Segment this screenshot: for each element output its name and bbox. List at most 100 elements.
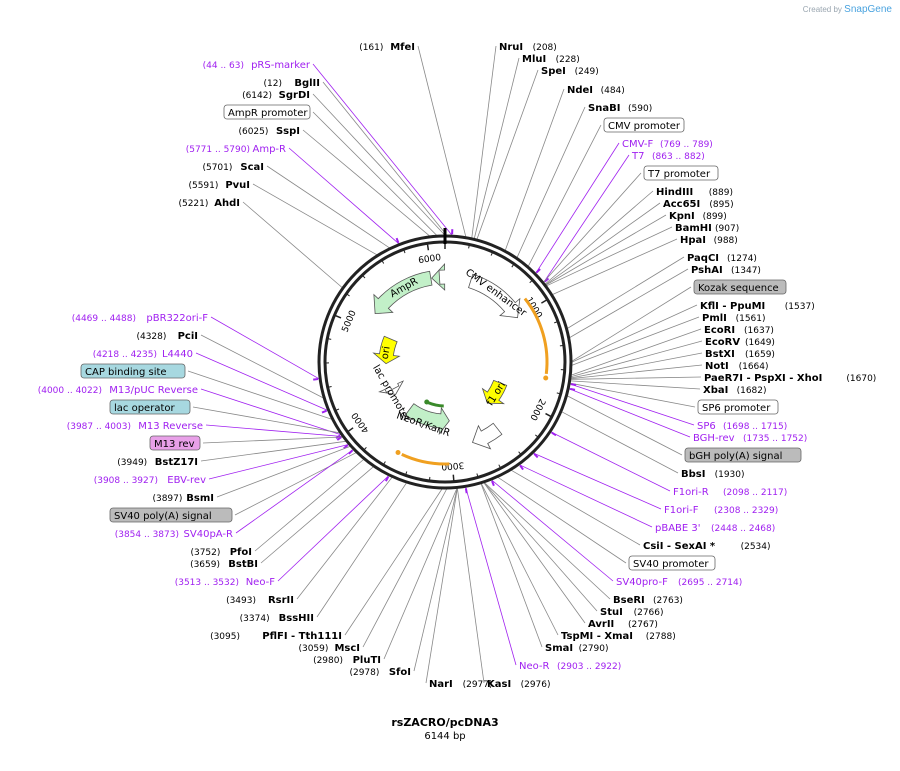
annotation-site[interactable]: BstZ17I(3949) xyxy=(117,457,198,468)
annotation-box[interactable]: AmpR promoter xyxy=(223,104,311,120)
annotation-site[interactable]: NotI(1664) xyxy=(705,361,769,372)
annotation-primer[interactable]: F1ori-F(2308 .. 2329) xyxy=(664,505,778,516)
annotation-site[interactable]: PshAI(1347) xyxy=(691,265,761,276)
annotation-primer[interactable]: pRS-marker(44 .. 63) xyxy=(203,60,311,71)
annotation-site[interactable]: MscI(3059) xyxy=(298,643,360,654)
annotation-site[interactable]: AhdI(5221) xyxy=(178,198,240,209)
site-position: (1637) xyxy=(744,326,774,336)
annotation-site[interactable]: BamHI(907) xyxy=(675,223,739,234)
feature-arrow[interactable] xyxy=(431,262,446,291)
annotation-site[interactable]: PflFI - Tth111I(3095) xyxy=(210,631,342,642)
annotation-site[interactable]: Acc65I(895) xyxy=(663,199,734,210)
annotation-site[interactable]: PfoI(3752) xyxy=(190,547,252,558)
annotation-line xyxy=(344,488,443,636)
annotation-box[interactable]: SV40 poly(A) signal xyxy=(109,507,233,523)
feature-arrow[interactable] xyxy=(372,335,401,365)
annotation-site[interactable]: SfoI(2978) xyxy=(349,667,411,678)
plasmid-name: rsZACRO/pcDNA3 xyxy=(391,716,498,729)
annotation-primer[interactable]: F1ori-R(2098 .. 2117) xyxy=(673,487,787,498)
annotation-site[interactable]: BglII(12) xyxy=(264,78,320,89)
annotation-site[interactable]: RsrII(3493) xyxy=(226,595,294,606)
annotation-line xyxy=(516,106,586,258)
annotation-primer[interactable]: pBR322ori-F(4469 .. 4488) xyxy=(72,313,209,324)
annotation-box[interactable]: SP6 promoter xyxy=(697,399,779,415)
annotation-site[interactable]: PluTI(2980) xyxy=(313,655,381,666)
annotation-site[interactable]: EcoRV(1649) xyxy=(705,337,775,348)
annotation-site[interactable]: EcoRI(1637) xyxy=(704,325,774,336)
annotation-site[interactable]: SmaI(2790) xyxy=(545,643,609,654)
feature-arrow[interactable] xyxy=(404,403,450,436)
annotation-site[interactable]: BstBI(3659) xyxy=(190,559,258,570)
annotation-primer[interactable]: EBV-rev(3908 .. 3927) xyxy=(94,475,206,486)
annotation-site[interactable]: HindIII(889) xyxy=(656,187,733,198)
feature-arrow[interactable] xyxy=(378,380,405,395)
annotation-site[interactable]: PvuI(5591) xyxy=(188,180,250,191)
annotation-box[interactable]: CAP binding site xyxy=(80,363,186,379)
annotation-box[interactable]: M13 rev xyxy=(149,435,201,451)
annotation-line xyxy=(570,364,703,379)
annotation-site[interactable]: HpaI(988) xyxy=(680,235,738,246)
primer-range: (2903 .. 2922) xyxy=(557,662,621,672)
annotation-site[interactable]: PaeR7I - PspXI - XhoI(1670) xyxy=(704,373,876,384)
site-position: (1537) xyxy=(785,302,815,312)
feature-arrow[interactable] xyxy=(481,379,508,405)
annotation-site[interactable]: NdeI(484) xyxy=(567,85,625,96)
annotation-box[interactable]: CMV promoter xyxy=(603,117,685,133)
site-position: (4328) xyxy=(136,332,166,342)
annotation-site[interactable]: SpeI(249) xyxy=(541,66,599,77)
annotation-site[interactable]: SspI(6025) xyxy=(238,126,300,137)
feature-arrow[interactable] xyxy=(468,273,521,319)
annotation-site[interactable]: SgrDI(6142) xyxy=(242,90,310,101)
annotation-box[interactable]: T7 promoter xyxy=(643,165,719,181)
annotation-site[interactable]: BsmI(3897) xyxy=(152,493,214,504)
annotation-primer[interactable]: SV40pro-F(2695 .. 2714) xyxy=(616,577,742,588)
annotation-primer[interactable]: SP6(1698 .. 1715) xyxy=(697,421,787,432)
annotation-site[interactable]: NruI(208) xyxy=(499,42,557,53)
annotation-site[interactable]: KflI - PpuMI(1537) xyxy=(700,301,815,312)
annotation-primer[interactable]: M13 Reverse(3987 .. 4003) xyxy=(67,421,203,432)
annotation-site[interactable]: XbaI(1682) xyxy=(703,385,767,396)
annotation-site[interactable]: KpnI(899) xyxy=(669,211,727,222)
feature-box-label: SV40 poly(A) signal xyxy=(114,511,212,522)
annotation-primer[interactable]: L4440(4218 .. 4235) xyxy=(93,349,193,360)
annotation-site[interactable]: CsiI - SexAI *(2534) xyxy=(643,541,771,552)
feature-arrow[interactable] xyxy=(471,422,503,450)
annotation-line xyxy=(481,483,559,636)
feature-arrow[interactable] xyxy=(373,270,433,315)
annotation-box[interactable]: bGH poly(A) signal xyxy=(684,447,802,463)
annotation-site[interactable]: BstXI(1659) xyxy=(705,349,775,360)
site-name: BbsI xyxy=(681,469,705,480)
annotation-line xyxy=(362,488,448,648)
annotation-site[interactable]: KasI(2976) xyxy=(487,679,551,690)
annotation-site[interactable]: SnaBI(590) xyxy=(588,103,652,114)
annotation-primer[interactable]: M13/pUC Reverse(4000 .. 4022) xyxy=(38,385,198,396)
annotation-site[interactable]: NarI(2977) xyxy=(429,679,493,690)
annotation-site[interactable]: ScaI(5701) xyxy=(202,162,264,173)
site-position: (5591) xyxy=(188,181,218,191)
annotation-site[interactable]: TspMI - XmaI(2788) xyxy=(561,631,676,642)
annotation-primer[interactable]: Amp-R(5771 .. 5790) xyxy=(186,144,286,155)
annotation-box[interactable]: Kozak sequence xyxy=(693,279,787,295)
annotation-primer[interactable]: Neo-R(2903 .. 2922) xyxy=(519,661,621,672)
site-name: SfoI xyxy=(389,667,411,678)
annotation-box[interactable]: SV40 promoter xyxy=(628,555,716,571)
annotation-site[interactable]: MfeI(161) xyxy=(359,42,415,53)
annotation-site[interactable]: PaqCI(1274) xyxy=(687,253,757,264)
annotation-site[interactable]: PciI(4328) xyxy=(136,331,198,342)
annotation-site[interactable]: BseRI(2763) xyxy=(613,595,683,606)
annotation-site[interactable]: BssHII(3374) xyxy=(240,613,314,624)
annotation-primer[interactable]: SV40pA-R(3854 .. 3873) xyxy=(115,529,233,540)
annotation-site[interactable]: MluI(228) xyxy=(522,54,580,65)
annotation-primer[interactable]: CMV-F(769 .. 789) xyxy=(622,139,713,150)
annotation-primer[interactable]: BGH-rev(1735 .. 1752) xyxy=(693,433,807,444)
annotation-site[interactable]: AvrII(2767) xyxy=(588,619,658,630)
annotation-site[interactable]: PmlI(1561) xyxy=(702,313,766,324)
tick-label: 2000 xyxy=(527,397,546,422)
snapgene-logo: SnapGene xyxy=(844,4,892,15)
annotation-primer[interactable]: pBABE 3'(2448 .. 2468) xyxy=(655,523,775,534)
annotation-box[interactable]: lac operator xyxy=(109,399,191,415)
annotation-site[interactable]: StuI(2766) xyxy=(600,607,664,618)
annotation-primer[interactable]: Neo-F(3513 .. 3532) xyxy=(175,577,276,588)
annotation-site[interactable]: BbsI(1930) xyxy=(681,469,745,480)
annotation-primer[interactable]: T7(863 .. 882) xyxy=(631,151,705,162)
